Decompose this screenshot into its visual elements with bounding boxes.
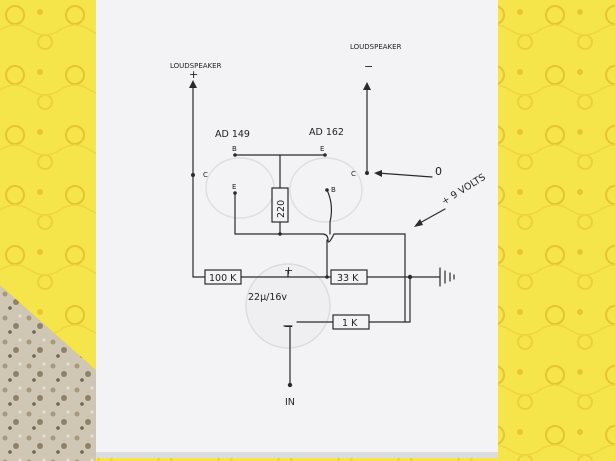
resistor-100k-label: 100 K	[209, 273, 237, 284]
paper-shadow	[96, 452, 498, 458]
capacitor-value: 22μ/16v	[248, 292, 287, 303]
pin-left-b: B	[232, 145, 237, 153]
capacitor-plus: +	[284, 264, 293, 277]
pin-right-c: C	[351, 170, 356, 178]
resistor-1k-label: 1 K	[342, 318, 358, 329]
speaker-right-label: LOUDSPEAKER	[350, 43, 402, 51]
transistor-right-outline	[289, 157, 363, 223]
zero-label: 0	[435, 165, 442, 178]
speaker-left-label: LOUDSPEAKER	[170, 62, 222, 70]
pin-left-c: C	[203, 171, 208, 179]
resistor-33k-label: 33 K	[337, 273, 359, 284]
speaker-left-sign: +	[189, 68, 198, 81]
marble-floor	[0, 285, 96, 461]
resistor-220-label: 220	[276, 200, 287, 218]
transistor-left-label: AD 149	[215, 129, 250, 140]
capacitor-minus: −	[284, 320, 293, 333]
pin-right-b: B	[331, 186, 336, 194]
resistor-1k	[332, 314, 370, 330]
pin-left-e: E	[232, 183, 236, 191]
resistor-33k	[330, 269, 368, 285]
resistor-220	[271, 187, 289, 223]
paper-sheet	[96, 0, 498, 458]
speaker-right-sign: −	[364, 60, 373, 73]
pin-right-e: E	[320, 145, 324, 153]
circuit-wiring	[189, 80, 455, 388]
transistor-right-label: AD 162	[309, 127, 344, 138]
capacitor-outline	[245, 263, 331, 349]
input-label: IN	[285, 397, 295, 408]
resistor-100k	[204, 269, 242, 285]
